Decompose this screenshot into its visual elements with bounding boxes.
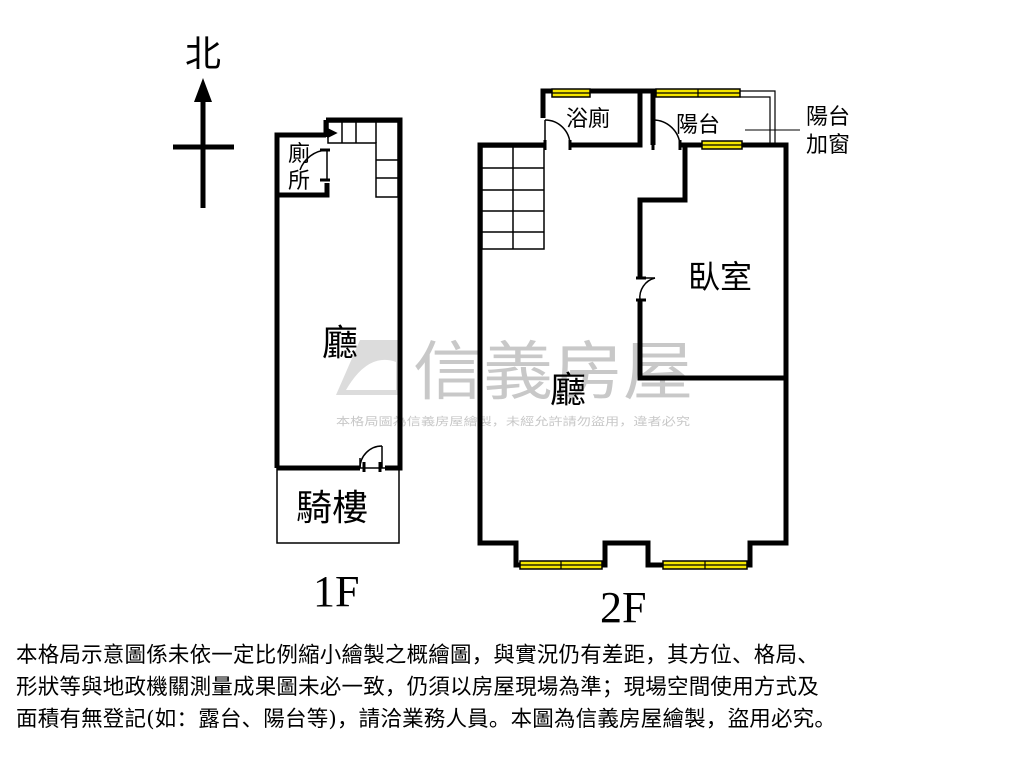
disclaimer-line-3: 面積有無登記(如：露台、陽台等)，請洽業務人員。本圖為信義房屋繪製，盜用必究。 <box>16 707 837 732</box>
floor2-plan: 浴廁 陽台 陽台 加窗 臥室 廳 2F <box>477 88 850 632</box>
toilet-walls <box>277 183 330 198</box>
watermark-brand: 信義房屋 <box>413 336 693 410</box>
windows <box>519 88 748 570</box>
floor1-plan: 廁 所 廳 騎樓 1F <box>274 117 403 616</box>
floor2-balcony-window-label-2: 加窗 <box>806 133 850 158</box>
bathroom-walls <box>570 93 643 148</box>
disclaimer: 本格局示意圖係未依一定比例縮小繪製之概繪圖，與實況仍有差距，其方位、格局、 形狀… <box>16 640 1016 736</box>
floor2-bathroom-label: 浴廁 <box>566 107 610 132</box>
bedroom-door <box>636 276 656 302</box>
watermark: 信義房屋 本格局圖為信義房屋繪製，未經允許請勿盜用，違者必究 <box>336 336 693 428</box>
bathroom-door <box>543 119 572 150</box>
north-label: 北 <box>185 34 221 75</box>
floor1-outer-walls <box>274 117 403 471</box>
floor2-bedroom-label: 臥室 <box>688 258 752 296</box>
floor2-balcony-label: 陽台 <box>676 113 720 138</box>
floor2-label: 2F <box>600 583 646 632</box>
floor1-label: 1F <box>313 567 359 616</box>
disclaimer-line-2: 形狀等與地政機關測量成果圖未必一致，仍須以房屋現場為準；現場空間使用方式及 <box>16 675 819 700</box>
floor1-toilet-label-1: 廁 <box>288 142 310 167</box>
floor1-toilet-label-2: 所 <box>288 169 310 194</box>
window-dividers <box>520 89 747 569</box>
floor1-stairs <box>327 121 399 198</box>
floor2-outer-walls <box>477 88 789 568</box>
north-arrow-icon <box>194 78 212 102</box>
bedroom-walls <box>637 145 786 381</box>
balcony-door <box>651 119 682 150</box>
floor2-balcony-window-label-1: 陽台 <box>806 105 850 130</box>
toilet-door <box>299 148 330 182</box>
watermark-logo-icon <box>336 340 400 395</box>
floor2-stairs <box>481 146 545 250</box>
floor1-entry-door <box>359 445 383 472</box>
watermark-notice: 本格局圖為信義房屋繪製，未經允許請勿盜用，違者必究 <box>336 414 690 428</box>
floor1-hall-label: 廳 <box>322 323 358 364</box>
floor2-hall-label: 廳 <box>550 370 586 411</box>
floor1-arcade-label: 騎樓 <box>296 488 368 529</box>
disclaimer-line-1: 本格局示意圖係未依一定比例縮小繪製之概繪圖，與實況仍有差距，其方位、格局、 <box>16 643 819 668</box>
compass: 北 <box>173 34 234 208</box>
